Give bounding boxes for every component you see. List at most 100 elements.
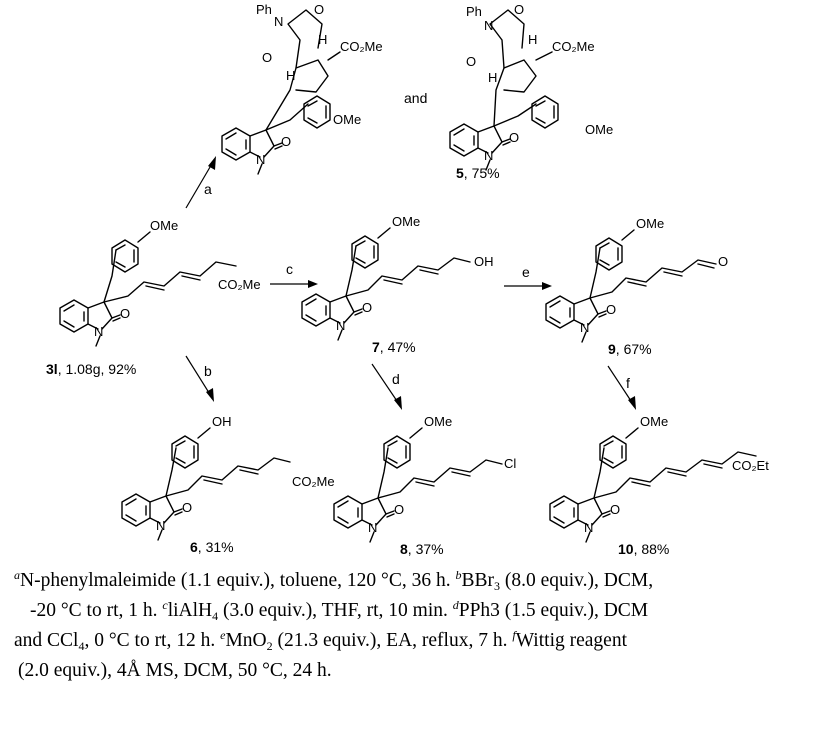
footnote-c-text: liAlH [167, 600, 213, 621]
atom-o: O [281, 134, 291, 149]
footnote-mark-b: b [455, 568, 462, 582]
footnote-d-text: PPh3 (1.5 equiv.), DCM [458, 600, 649, 621]
atom-o: O [362, 300, 372, 315]
caption-5: 5, 75% [456, 165, 500, 181]
atom-h: H [528, 32, 537, 47]
atom-o: O [514, 2, 524, 17]
footnote-e-text: MnO [225, 630, 267, 651]
atom-ome: OMe [636, 216, 664, 231]
atom-oh: OH [474, 254, 494, 269]
arrow-e: e [504, 264, 552, 290]
reaction-scheme: N O OMe N Ph O O H H CO₂Me and N O OMe N… [46, 2, 769, 557]
atom-n: N [484, 18, 493, 33]
footnote-b-subscript: 3 [493, 579, 500, 593]
atom-ph: Ph [256, 2, 272, 17]
atom-h: H [318, 32, 327, 47]
footnote-d-text-rest: , 0 °C to rt, 12 h. [84, 630, 221, 651]
atom-ome: OMe [585, 122, 613, 137]
footnote-line-1: aN-phenylmaleimide (1.1 equiv.), toluene… [14, 566, 820, 596]
atom-oh: OH [212, 414, 232, 429]
footnote-b-text: BBr [461, 570, 494, 591]
footnote-c-text-rest: (3.0 equiv.), THF, rt, 10 min. [218, 600, 453, 621]
arrow-label-c: c [286, 261, 293, 277]
footnote-line-2: -20 °C to rt, 1 h. cliAlH4 (3.0 equiv.),… [14, 596, 820, 626]
footnote-d-text-cont: and CCl [14, 630, 79, 651]
atom-n: N [368, 520, 377, 535]
footnote-b-text-cont: -20 °C to rt, 1 h. [30, 600, 163, 621]
atom-n: N [94, 324, 103, 339]
atom-co2me: CO₂Me [292, 474, 335, 489]
atom-co2me: CO₂Me [218, 277, 261, 292]
footnote-mark-e: e [220, 628, 226, 642]
arrow-f: f [607, 365, 636, 410]
product-10-structure: N O OMe CO₂Et 10, 88% [549, 414, 769, 557]
footnote-mark-f: f [512, 628, 516, 642]
atom-ph: Ph [466, 4, 482, 19]
and-text: and [404, 90, 427, 106]
atom-ome: OMe [333, 112, 361, 127]
footnote-line-3: and CCl4, 0 °C to rt, 12 h. eMnO2 (21.3 … [14, 626, 820, 656]
atom-ome: OMe [392, 214, 420, 229]
atom-h: H [488, 70, 497, 85]
product-7-structure: N O OMe OH 7, 47% [301, 214, 494, 355]
footnote-e-subscript: 2 [266, 639, 273, 653]
footnote-e-text-rest: (21.3 equiv.), EA, reflux, 7 h. [272, 630, 513, 651]
caption-7: 7, 47% [372, 339, 416, 355]
atom-ome: OMe [640, 414, 668, 429]
atom-ome: OMe [424, 414, 452, 429]
footnote-c-subscript: 4 [212, 609, 219, 623]
caption-9: 9, 67% [608, 341, 652, 357]
product-9-structure: N O OMe O 9, 67% [545, 216, 728, 357]
arrow-label-f: f [626, 375, 630, 391]
caption-3l: 3l, 1.08g, 92% [46, 361, 136, 377]
footnote-mark-a: a [14, 568, 20, 582]
footnote-mark-c: c [162, 598, 168, 612]
product-6-structure: N O OH CO₂Me 6, 31% [121, 414, 335, 555]
atom-n: N [484, 148, 493, 163]
atom-o: O [394, 502, 404, 517]
arrow-b: b [185, 355, 214, 402]
caption-10: 10, 88% [618, 541, 669, 557]
atom-n: N [580, 320, 589, 335]
arrow-label-d: d [392, 371, 400, 387]
atom-o: O [262, 50, 272, 65]
atom-n: N [256, 152, 265, 167]
atom-cl: Cl [504, 456, 516, 471]
product-4-structure: N O OMe N Ph O O H H CO₂Me [221, 2, 383, 175]
footnote-f-text: Wittig reagent [515, 630, 627, 651]
footnote-d-subscript: 4 [78, 639, 85, 653]
caption-8: 8, 37% [400, 541, 444, 557]
caption-6: 6, 31% [190, 539, 234, 555]
atom-co2et: CO₂Et [732, 458, 769, 473]
starting-material-3l-structure: N O OMe CO₂Me 3l, 1.08g, 92% [46, 218, 261, 377]
atom-o: O [314, 2, 324, 17]
footnote-mark-d: d [452, 598, 459, 612]
atom-n: N [156, 518, 165, 533]
atom-n: N [336, 318, 345, 333]
atom-ome: OMe [150, 218, 178, 233]
atom-n: N [274, 14, 283, 29]
atom-h: H [286, 68, 295, 83]
footnote-f-text-cont: (2.0 equiv.), 4Å MS, DCM, 50 °C, 24 h. [18, 660, 332, 681]
footnote-a-text: N-phenylmaleimide (1.1 equiv.), toluene,… [20, 570, 456, 591]
arrow-label-a: a [204, 181, 212, 197]
footnote-b-text-rest: (8.0 equiv.), DCM, [499, 570, 654, 591]
atom-o: O [466, 54, 476, 69]
arrow-label-e: e [522, 264, 530, 280]
arrow-c: c [270, 261, 318, 288]
footnote-line-4: (2.0 equiv.), 4Å MS, DCM, 50 °C, 24 h. [14, 656, 820, 686]
atom-co2me: CO₂Me [340, 39, 383, 54]
reaction-conditions-footnotes: aN-phenylmaleimide (1.1 equiv.), toluene… [14, 566, 820, 686]
atom-co2me: CO₂Me [552, 39, 595, 54]
arrow-a: a [185, 156, 216, 209]
arrow-d: d [371, 363, 402, 410]
atom-o: O [610, 502, 620, 517]
product-8-structure: N O OMe Cl 8, 37% [333, 414, 516, 557]
atom-o: O [120, 306, 130, 321]
atom-o: O [606, 302, 616, 317]
atom-o: O [718, 254, 728, 269]
atom-o: O [509, 130, 519, 145]
arrow-label-b: b [204, 363, 212, 379]
product-5-structure: N O OMe N Ph O O H H CO₂Me 5, 75% [449, 2, 613, 181]
atom-o: O [182, 500, 192, 515]
